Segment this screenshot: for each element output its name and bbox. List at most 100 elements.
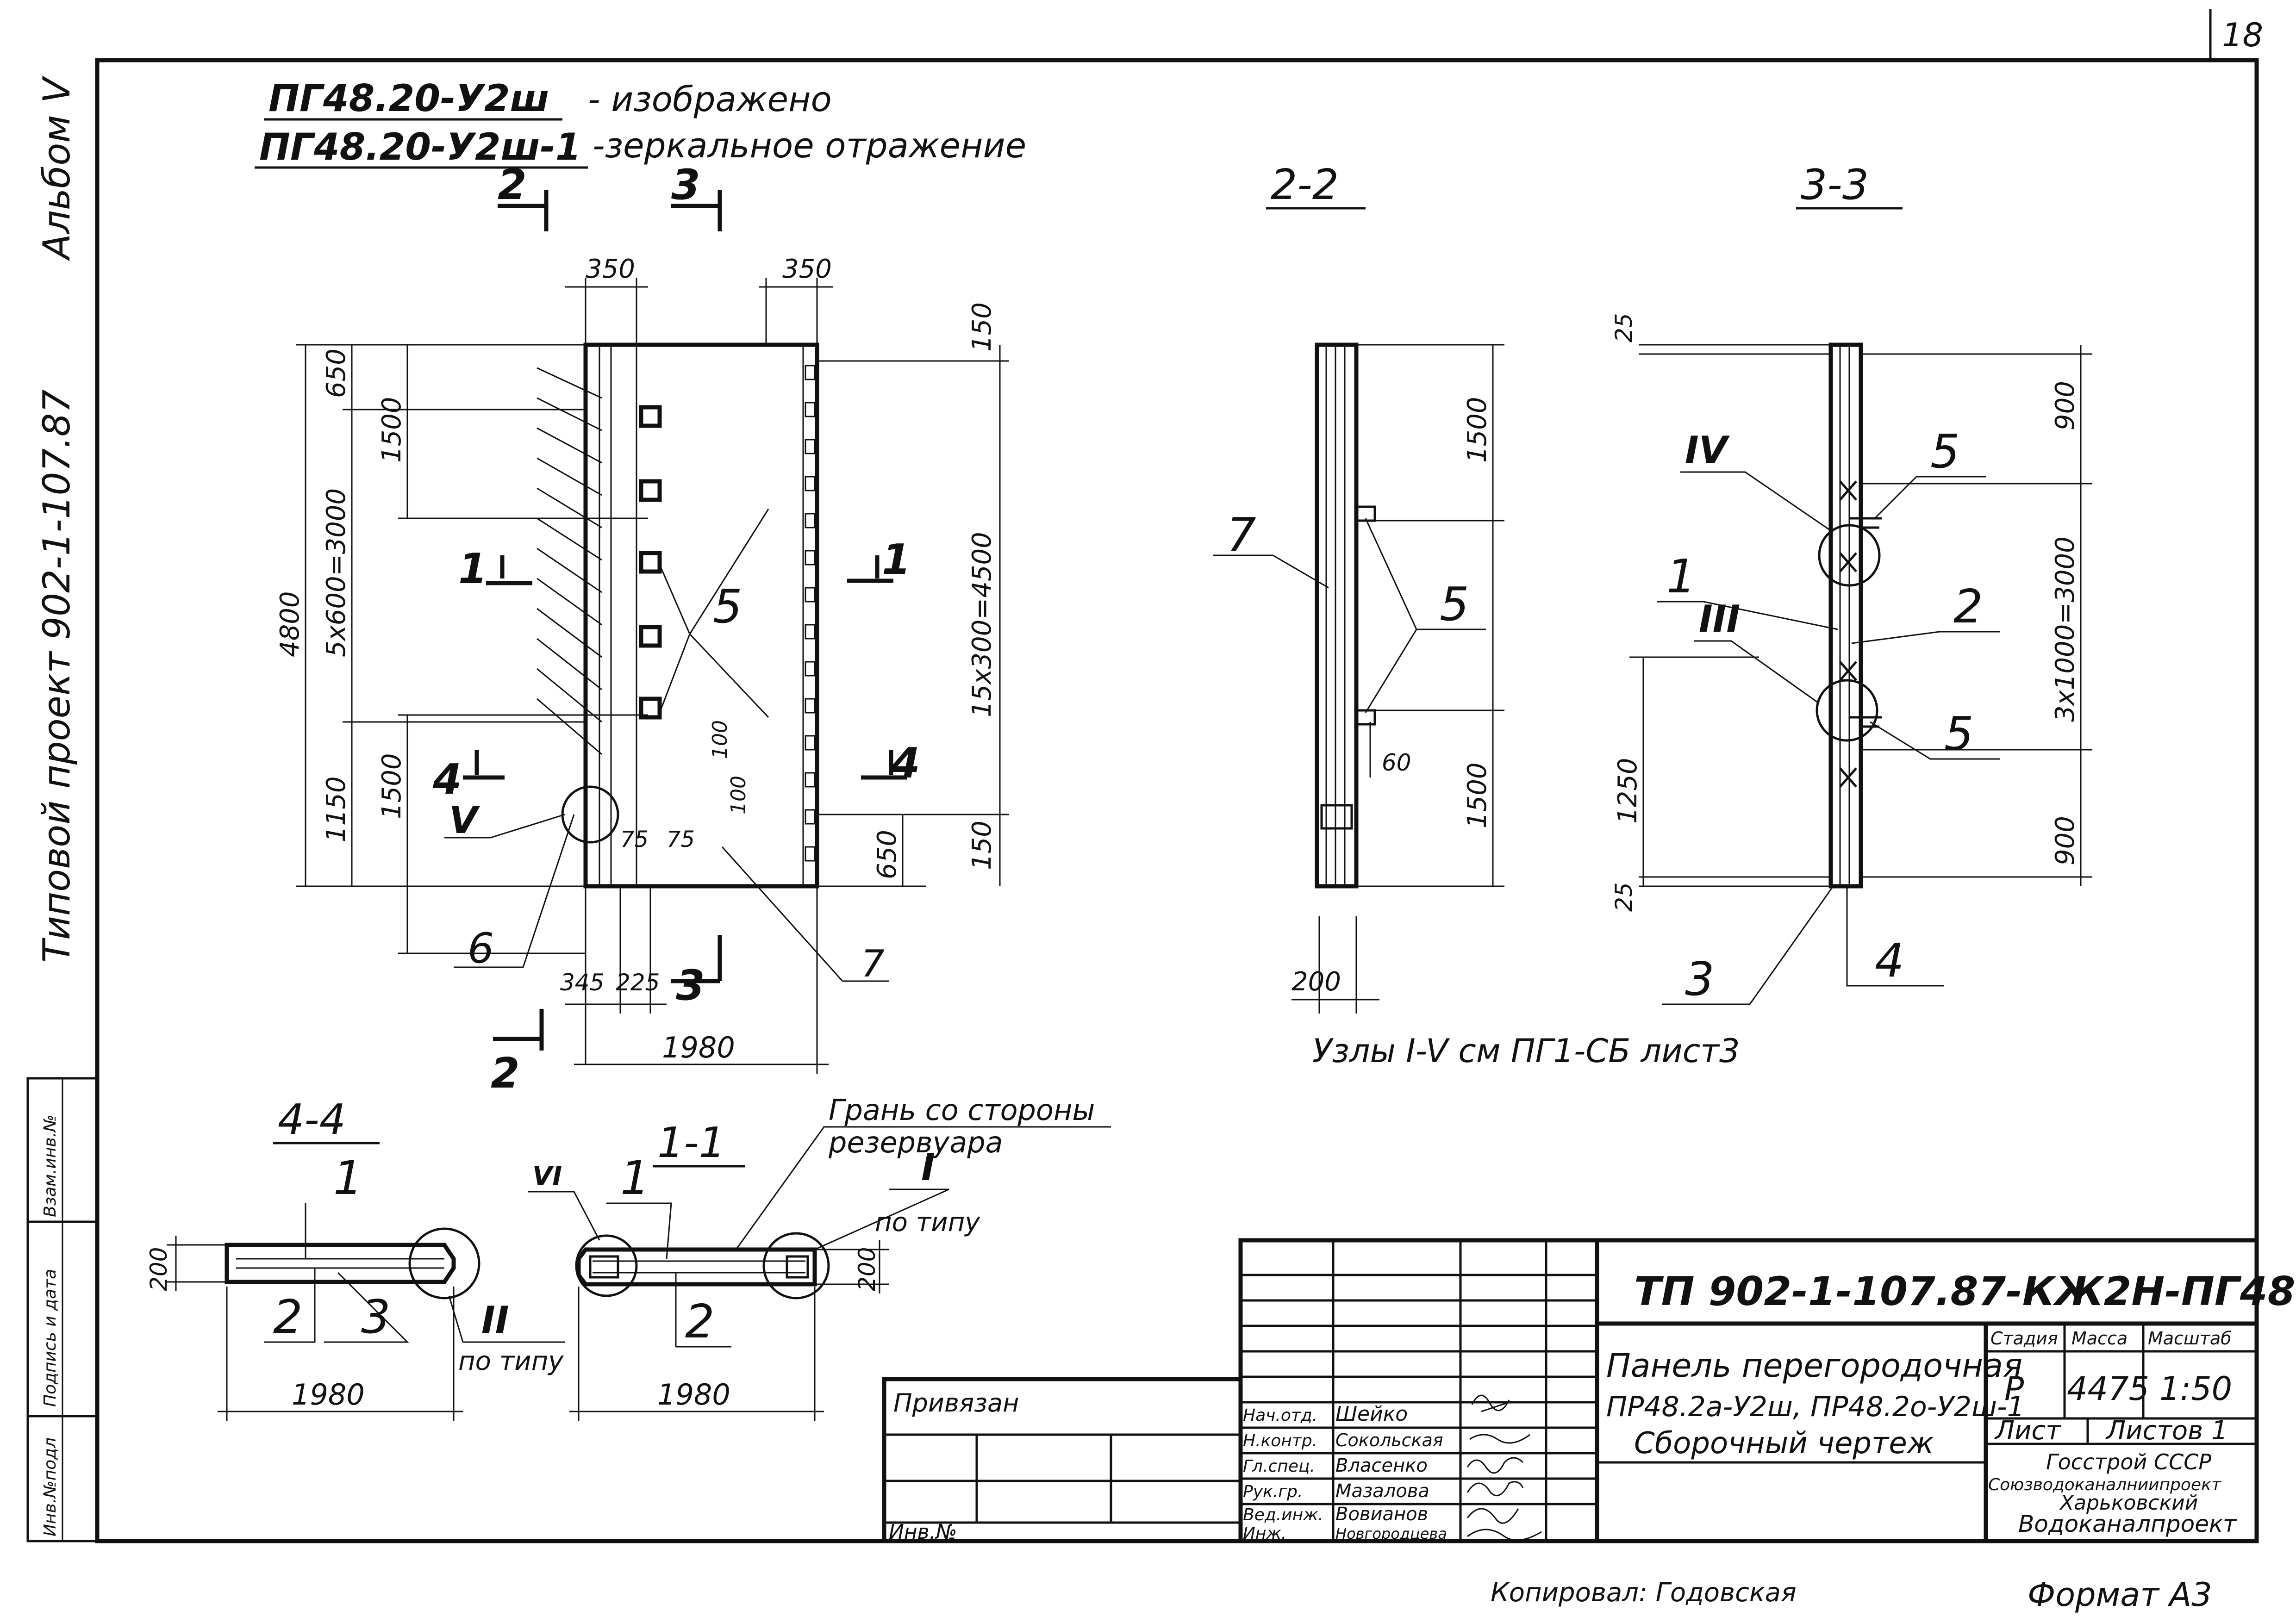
s33-dim-900-bottom: 900	[2050, 816, 2080, 865]
s11-pos-2: 2	[685, 1294, 715, 1349]
s33-dim-3x1000: 3x1000=3000	[2050, 536, 2080, 722]
section-4-4-title: 4-4	[278, 1095, 346, 1144]
tb-scale-h: Масштаб	[2148, 1328, 2232, 1349]
cut-3-top: 3	[671, 161, 700, 209]
dim-150-top: 150	[967, 302, 997, 352]
tb-role-5: Инж.	[1243, 1524, 1286, 1543]
main-view: 4800 5x600=3000 650 1150 1500 1500 150 1…	[275, 161, 1009, 1098]
tb-name-1-line: Панель перегородочная	[1606, 1347, 2022, 1385]
dim-225: 225	[616, 969, 660, 996]
dim-350-left: 350	[586, 254, 635, 284]
tb-mass: 4475	[2067, 1370, 2149, 1408]
s33-node-iii: III	[1699, 597, 1740, 640]
s11-node-note: по типу	[875, 1207, 980, 1237]
tb-scale: 1:50	[2159, 1370, 2232, 1408]
pos-6-main: 6	[468, 924, 494, 973]
stamp-vzam-inv: Взам.инв.№	[41, 1114, 60, 1217]
cut-2-top: 2	[498, 161, 527, 209]
section-3-3-title: 3-3	[1801, 161, 1869, 209]
footer-copied: Копировал: Годовская	[1491, 1578, 1797, 1608]
s11-node-vi: VI	[532, 1161, 562, 1191]
footer-format: Формат А3	[2028, 1576, 2212, 1614]
s33-pos-5a: 5	[1930, 424, 1960, 479]
dim-1500-upper: 1500	[377, 397, 407, 463]
header-text-1: - изображено	[588, 80, 832, 119]
s44-pos-1: 1	[333, 1151, 363, 1205]
s11-pos-1: 1	[620, 1151, 650, 1205]
header-mark-1: ПГ48.20-У2ш	[268, 77, 549, 120]
project-label: Типовой проект 902-1-107.87	[35, 389, 78, 963]
dim-1980-main: 1980	[662, 1031, 735, 1064]
stamp-signature-date: Подпись и дата	[41, 1269, 60, 1407]
s33-pos-4: 4	[1875, 933, 1904, 988]
s22-dim-200: 200	[1292, 967, 1341, 997]
stamp-inv-podl: Инв.№подл	[41, 1437, 60, 1536]
cut-1-right: 1	[882, 535, 911, 584]
header-mark-2: ПГ48.20-У2ш-1	[259, 125, 581, 168]
dim-100-a: 100	[708, 720, 732, 759]
page-number: 18	[2222, 16, 2263, 54]
s22-pos-7: 7	[1227, 508, 1256, 562]
cut-2-bottom: 2	[491, 1049, 520, 1098]
tb-name-0: Шейко	[1335, 1402, 1408, 1426]
cut-3-bottom: 3	[676, 961, 705, 1010]
nodes-note: Узлы I-V см ПГ1-СБ лист3	[1312, 1032, 1740, 1070]
pos-5-main: 5	[713, 579, 742, 634]
s22-dim-60: 60	[1382, 749, 1411, 776]
dim-1150: 1150	[321, 776, 351, 842]
s22-dim-1500-a: 1500	[1462, 397, 1492, 463]
cut-1-left: 1	[458, 545, 487, 593]
s22-dim-1500-b: 1500	[1462, 762, 1492, 828]
sheet-frame	[95, 58, 2259, 1543]
section-2-2: 2-2 1500 1500 7 5 60 200	[1213, 161, 1504, 1014]
s44-node-ii: II	[481, 1299, 509, 1342]
node-v-main: V	[449, 799, 480, 842]
left-stamp: Инв.№подл Подпись и дата Взам.инв.№	[26, 1077, 99, 1542]
dim-350-right: 350	[782, 254, 832, 284]
cut-4-right: 4	[891, 739, 920, 788]
s33-dim-25-top: 25	[1610, 313, 1637, 342]
tb-role-1: Н.контр.	[1243, 1431, 1317, 1450]
s11-dim-1980: 1980	[657, 1378, 730, 1412]
tb-name-2: Власенко	[1335, 1455, 1428, 1476]
dim-100-b: 100	[727, 776, 750, 815]
s44-dim-1980: 1980	[292, 1378, 365, 1412]
section-2-2-title: 2-2	[1271, 161, 1339, 209]
tb-mass-h: Масса	[2071, 1328, 2128, 1349]
tb-name-1: Сокольская	[1335, 1430, 1443, 1450]
s11-face-note-1: Грань со стороны	[829, 1093, 1095, 1127]
dim-15x300: 15x300=4500	[967, 532, 997, 717]
dim-5x600: 5x600=3000	[321, 488, 351, 657]
header-text-2: -зеркальное отражение	[593, 126, 1026, 166]
tb-name-3-line: Сборочный чертеж	[1634, 1426, 1934, 1461]
tb-org-3: Харьковский	[2059, 1491, 2198, 1515]
tb-name-5: Новгородцева	[1335, 1525, 1447, 1542]
s33-dim-900-top: 900	[2050, 381, 2080, 430]
s11-dim-200: 200	[854, 1247, 880, 1291]
s33-pos-1: 1	[1666, 549, 1696, 603]
s33-pos-3: 3	[1685, 952, 1715, 1006]
tb-role-2: Гл.спец.	[1243, 1457, 1315, 1476]
dim-650-top: 650	[321, 348, 351, 398]
s44-node-note: по типу	[458, 1346, 564, 1376]
tb-role-3: Рук.гр.	[1243, 1482, 1303, 1501]
dim-75-a: 75	[620, 827, 649, 852]
dim-150-bottom: 150	[967, 821, 997, 870]
tb-role-4: Вед.инж.	[1243, 1505, 1323, 1524]
section-4-4: 4-4 1 2 3 II по типу 200 1980	[145, 1095, 565, 1421]
s22-pos-5: 5	[1440, 577, 1469, 631]
tb-name-2-line: ПР48.2а-У2ш, ПР48.2о-У2ш-1	[1606, 1391, 2025, 1423]
s11-node-i: I	[921, 1146, 935, 1189]
tb-inv: Инв.№	[889, 1520, 957, 1544]
dim-650-right: 650	[872, 830, 902, 879]
dim-4800: 4800	[275, 591, 305, 657]
s33-dim-25-bottom: 25	[1610, 882, 1637, 912]
section-1-1: 1-1 Грань со стороны резервуара VI 1 2 I…	[528, 1093, 1111, 1421]
tb-stage-h: Стадия	[1990, 1328, 2058, 1349]
tb-sheet: Лист	[1994, 1416, 2061, 1446]
s44-dim-200: 200	[145, 1247, 172, 1291]
s44-pos-2: 2	[273, 1290, 303, 1344]
title-block: Привязан Инв.№ Нач.отд. Шейко Н.контр. С…	[882, 1238, 2296, 1544]
tb-org-2: Союзводоканалниипроект	[1988, 1475, 2221, 1494]
